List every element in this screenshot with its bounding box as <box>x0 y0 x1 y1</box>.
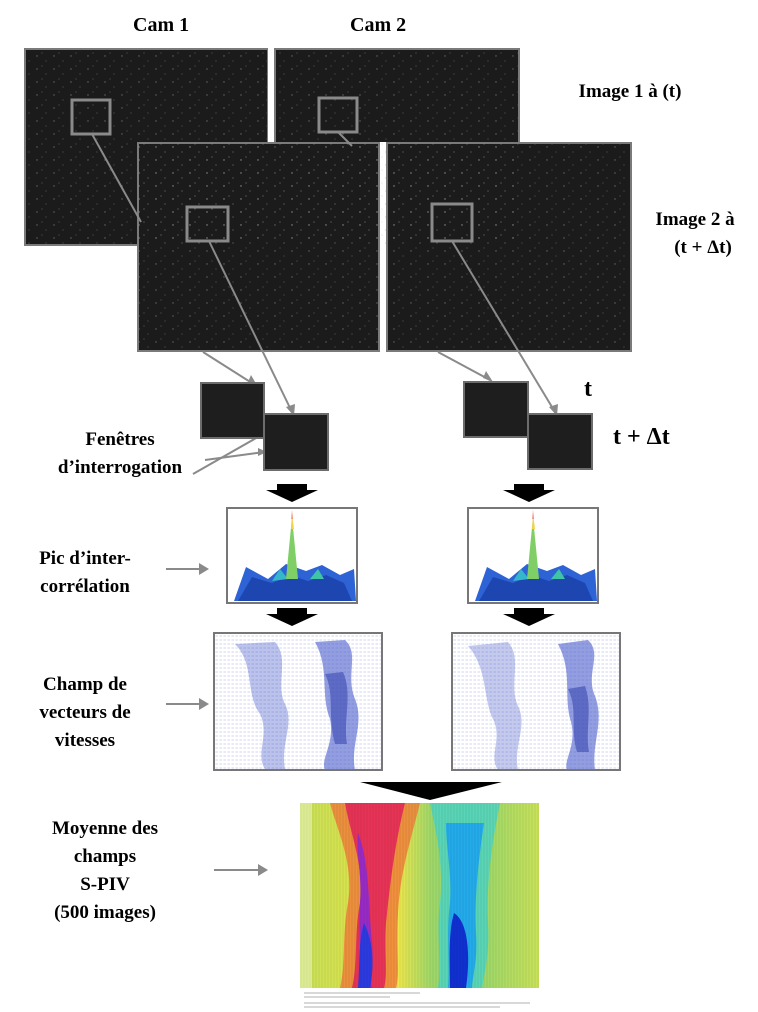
step-vectors-line3: vitesses <box>54 730 116 751</box>
cam2-label: Cam 2 <box>350 14 407 36</box>
step-average-line1: Moyenne des <box>51 818 159 839</box>
image2-label-line2: (t + Δt) <box>674 237 732 258</box>
step-vectors-line2: vecteurs de <box>39 702 131 723</box>
average-field <box>300 803 539 1011</box>
window-cam2-tdt <box>527 413 593 470</box>
down-arrow <box>360 782 502 800</box>
step-average-line2: champs <box>73 846 137 867</box>
step-windows-line2: d’interrogation <box>57 457 183 478</box>
image2-label-line1: Image 2 à <box>655 209 735 230</box>
vector-field-plot <box>453 634 619 769</box>
window-cam1-t <box>200 382 265 439</box>
down-arrow <box>266 484 318 502</box>
image2-separator <box>380 142 386 352</box>
peak-surface <box>475 510 597 601</box>
roi-image2-cam1 <box>185 205 230 243</box>
window-cam1-tdt <box>263 413 329 471</box>
window-cam2-t <box>463 381 529 438</box>
correlation-peak-cam1 <box>226 507 358 604</box>
step-average-line4: (500 images) <box>54 902 156 923</box>
step-correlation-line2: corrélation <box>40 576 130 597</box>
step-vectors-line1: Champ de <box>43 674 127 695</box>
vector-field-cam1 <box>213 632 383 771</box>
step-average-line3: S-PIV <box>80 874 130 895</box>
down-arrow <box>266 608 318 626</box>
peak-surface <box>234 510 356 601</box>
correlation-peak-cam2 <box>467 507 599 604</box>
step-windows-line1: Fenêtres <box>85 429 155 450</box>
label-t-dt: t + Δt <box>613 424 670 450</box>
down-arrow <box>503 484 555 502</box>
vector-field-cam2 <box>451 632 621 771</box>
roi-image1-cam1 <box>70 98 112 136</box>
cam1-label: Cam 1 <box>133 14 190 36</box>
step-correlation-line1: Pic d’inter- <box>39 548 131 569</box>
down-arrow <box>503 608 555 626</box>
label-t: t <box>584 376 592 402</box>
average-field-plot <box>300 803 539 1011</box>
vector-field-plot <box>215 634 381 769</box>
image1-label: Image 1 à (t) <box>578 81 682 102</box>
